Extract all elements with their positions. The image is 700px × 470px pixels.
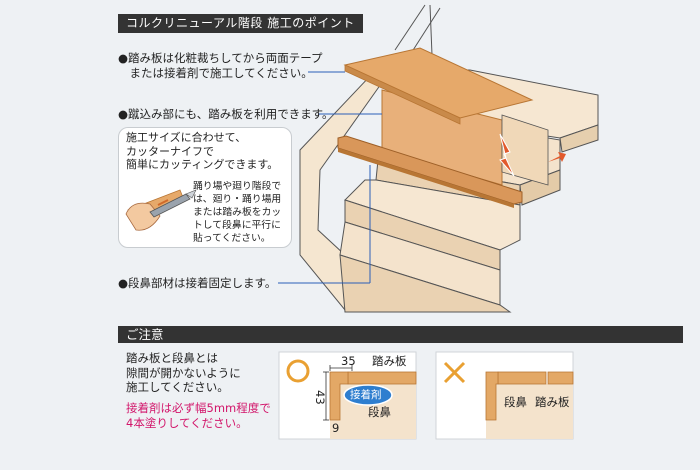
good-dim-height: 43 <box>313 390 327 405</box>
caution-heading-bar: ご注意 <box>118 326 683 343</box>
good-label-nosing: 段鼻 <box>368 405 391 419</box>
tip-main-text: 施工サイズに合わせて、 カッターナイフで 簡単にカッティングできます。 <box>126 131 279 171</box>
callout-nosing: ●段鼻部材は接着固定します。 <box>118 276 277 290</box>
adhesive-badge <box>343 384 393 406</box>
page-title: コルクリニューアル階段 施工のポイント <box>118 14 363 33</box>
good-label-tread: 踏み板 <box>372 354 407 368</box>
callout-tread: ●踏み板は化粧裁ちしてから両面テープ または接着剤で施工してください。 <box>118 51 323 80</box>
good-mark-icon <box>286 359 310 383</box>
bad-mark-icon <box>443 361 466 384</box>
good-label-adhesive: 接着剤 <box>350 389 382 401</box>
callout-riser: ●蹴込み部にも、踏み板を利用できます。 <box>118 107 334 121</box>
caution-adhesive-note: 接着剤は必ず幅5mm程度で 4本塗りしてください。 <box>126 401 271 430</box>
good-dim-bottom: 9 <box>332 421 340 435</box>
good-dim-width: 35 <box>341 354 356 368</box>
caution-text: 踏み板と段鼻とは 隙間が開かないように 施工してください。 <box>126 351 241 394</box>
bad-label-tread: 踏み板 <box>535 395 570 409</box>
bad-label-nosing: 段鼻 <box>504 395 527 409</box>
tip-sub-text: 踊り場や廻り階段で は、廻り・踊り場用 または踏み板をカッ トして段鼻に平行に … <box>193 181 282 244</box>
